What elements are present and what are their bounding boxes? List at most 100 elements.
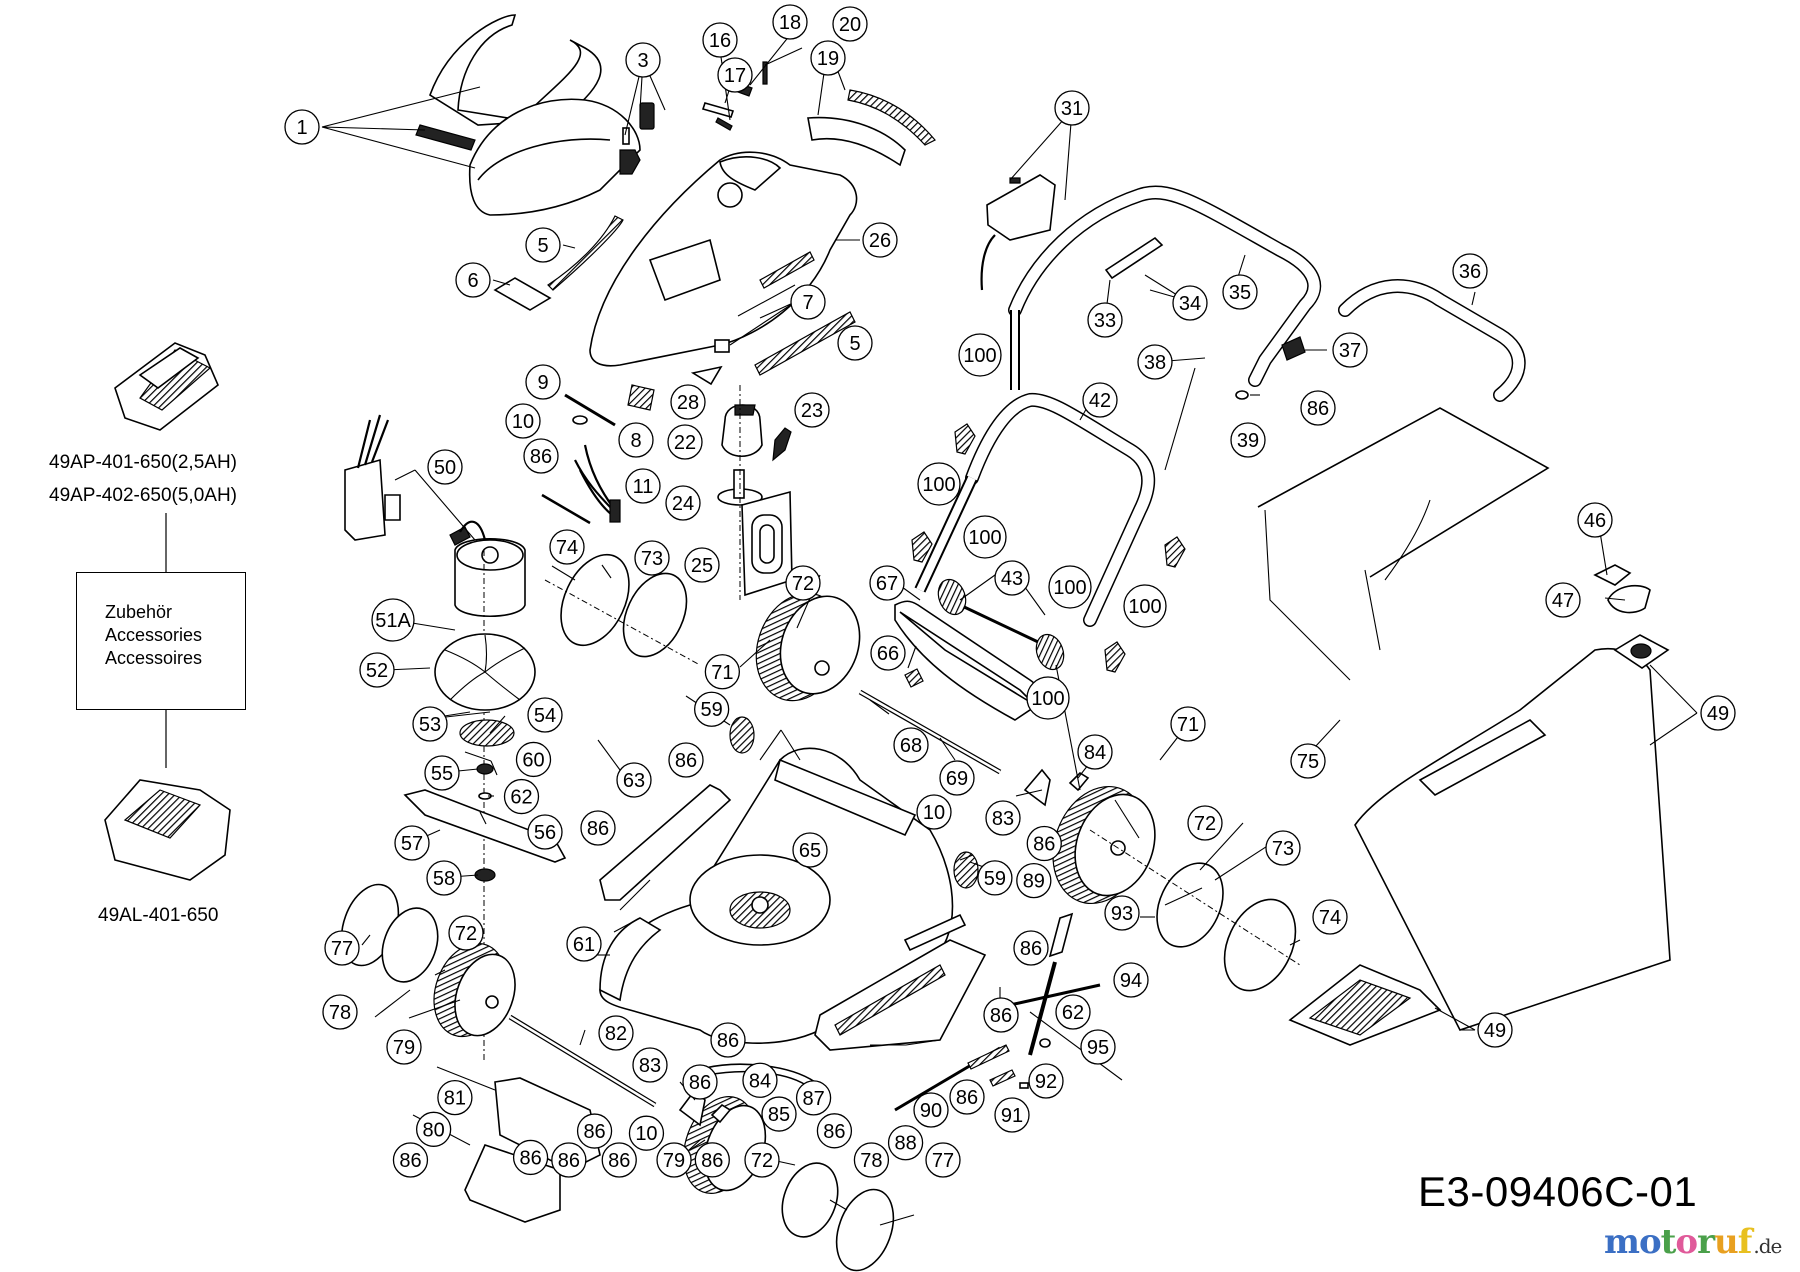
callout-38: 38 <box>1137 344 1173 380</box>
callout-circle <box>632 1047 668 1083</box>
callout-number: 77 <box>932 1150 954 1172</box>
callout-circle <box>1222 274 1258 310</box>
callout-46: 46 <box>1577 502 1613 538</box>
callout-86: 86 <box>668 742 704 778</box>
callout-number: 74 <box>1319 907 1341 929</box>
part-83-bracket-upper <box>1023 768 1051 807</box>
callout-number: 79 <box>393 1037 415 1059</box>
callout-circle <box>1087 302 1123 338</box>
callout-circle <box>870 635 906 671</box>
watermark-letter: m <box>1604 1222 1640 1262</box>
callout-circle <box>1054 90 1090 126</box>
callout-78: 78 <box>853 1142 890 1178</box>
part-90-spring <box>967 1044 1010 1070</box>
callout-circle <box>794 392 830 428</box>
callout-68: 68 <box>893 727 929 763</box>
callout-circle <box>958 333 1002 377</box>
part-drawings <box>104 14 1671 1272</box>
callout-circle <box>1332 332 1368 368</box>
callout-circle <box>704 654 741 690</box>
callout-circle <box>893 727 929 763</box>
callout-number: 73 <box>641 548 663 570</box>
callout-28: 28 <box>670 384 706 420</box>
callout-circle <box>424 755 460 791</box>
part-75-bag-frame <box>1257 407 1550 681</box>
callout-86: 86 <box>694 1142 730 1178</box>
callout-94: 94 <box>1113 962 1149 998</box>
callout-number: 95 <box>1087 1037 1109 1059</box>
callout-circle <box>916 794 952 830</box>
callout-number: 19 <box>817 48 839 70</box>
callout-24: 24 <box>665 485 701 521</box>
callout-circle <box>527 697 563 733</box>
callout-circle <box>710 1022 746 1058</box>
watermark-letter: u <box>1714 1222 1739 1262</box>
callout-circle <box>1477 1012 1513 1048</box>
callout-86: 86 <box>1300 390 1336 426</box>
callout-circle <box>792 832 828 868</box>
callout-circle <box>566 926 602 962</box>
callout-number: 86 <box>956 1087 978 1109</box>
callout-circle <box>772 4 808 40</box>
callout-circle <box>386 1029 422 1065</box>
callout-circle <box>625 468 661 504</box>
part-74-hubcap-lower <box>1223 898 1297 992</box>
callout-number: 86 <box>689 1072 711 1094</box>
callout-circle <box>963 515 1007 559</box>
callout-circle <box>1312 899 1348 935</box>
callout-86: 86 <box>983 997 1019 1033</box>
callout-circle <box>324 930 360 966</box>
callout-circle <box>284 109 320 145</box>
part-9-pin <box>564 393 616 427</box>
watermark-letters: motoruf <box>1604 1222 1752 1262</box>
callout-number: 5 <box>849 333 860 355</box>
callout-number: 8 <box>630 430 641 452</box>
callout-number: 86 <box>823 1121 845 1143</box>
callout-circle <box>994 560 1030 596</box>
callout-circle <box>512 1139 549 1176</box>
callout-number: 49 <box>1707 703 1729 725</box>
callout-number: 85 <box>768 1104 790 1126</box>
callout-5: 5 <box>525 227 561 263</box>
callout-circle <box>412 706 448 742</box>
callout-number: 65 <box>799 840 821 862</box>
watermark-tld: .de <box>1753 1234 1782 1258</box>
callout-circle <box>448 915 484 951</box>
callout-circle <box>1452 253 1488 289</box>
callout-circle <box>694 1142 730 1178</box>
callout-circle <box>925 1142 961 1178</box>
part-59-gear-upper <box>729 716 755 754</box>
callout-circle <box>869 565 905 601</box>
callout-55: 55 <box>424 755 460 791</box>
part-100-knob-left <box>937 578 967 616</box>
callout-circle <box>1080 1029 1116 1065</box>
callout-circle <box>667 424 703 460</box>
callout-49: 49 <box>1700 695 1736 731</box>
callout-86: 86 <box>601 1142 637 1178</box>
callout-number: 100 <box>922 474 955 496</box>
callout-circle <box>549 529 585 565</box>
callout-91: 91 <box>994 1097 1030 1133</box>
callout-87: 87 <box>795 1080 832 1116</box>
callout-10: 10 <box>628 1115 665 1151</box>
part-55-nut <box>476 763 494 775</box>
callout-circle <box>322 994 358 1030</box>
callout-number: 86 <box>1307 398 1329 420</box>
callout-circle <box>1077 734 1113 770</box>
callout-number: 86 <box>701 1150 723 1172</box>
callout-number: 7 <box>802 292 813 314</box>
callout-73: 73 <box>1265 830 1301 866</box>
callout-number: 25 <box>691 555 713 577</box>
callout-circle <box>949 1079 985 1115</box>
callout-75: 75 <box>1290 743 1326 779</box>
callout-number: 47 <box>1552 590 1574 612</box>
part-84-bracket-lower <box>710 1103 732 1124</box>
callout-number: 86 <box>583 1121 605 1143</box>
callout-72: 72 <box>785 565 821 601</box>
callout-number: 17 <box>724 65 746 87</box>
callout-circle <box>505 403 541 439</box>
callout-72: 72 <box>448 915 484 951</box>
callout-circle <box>1700 695 1736 731</box>
callout-number: 11 <box>633 476 654 498</box>
callout-circle <box>1016 862 1052 899</box>
